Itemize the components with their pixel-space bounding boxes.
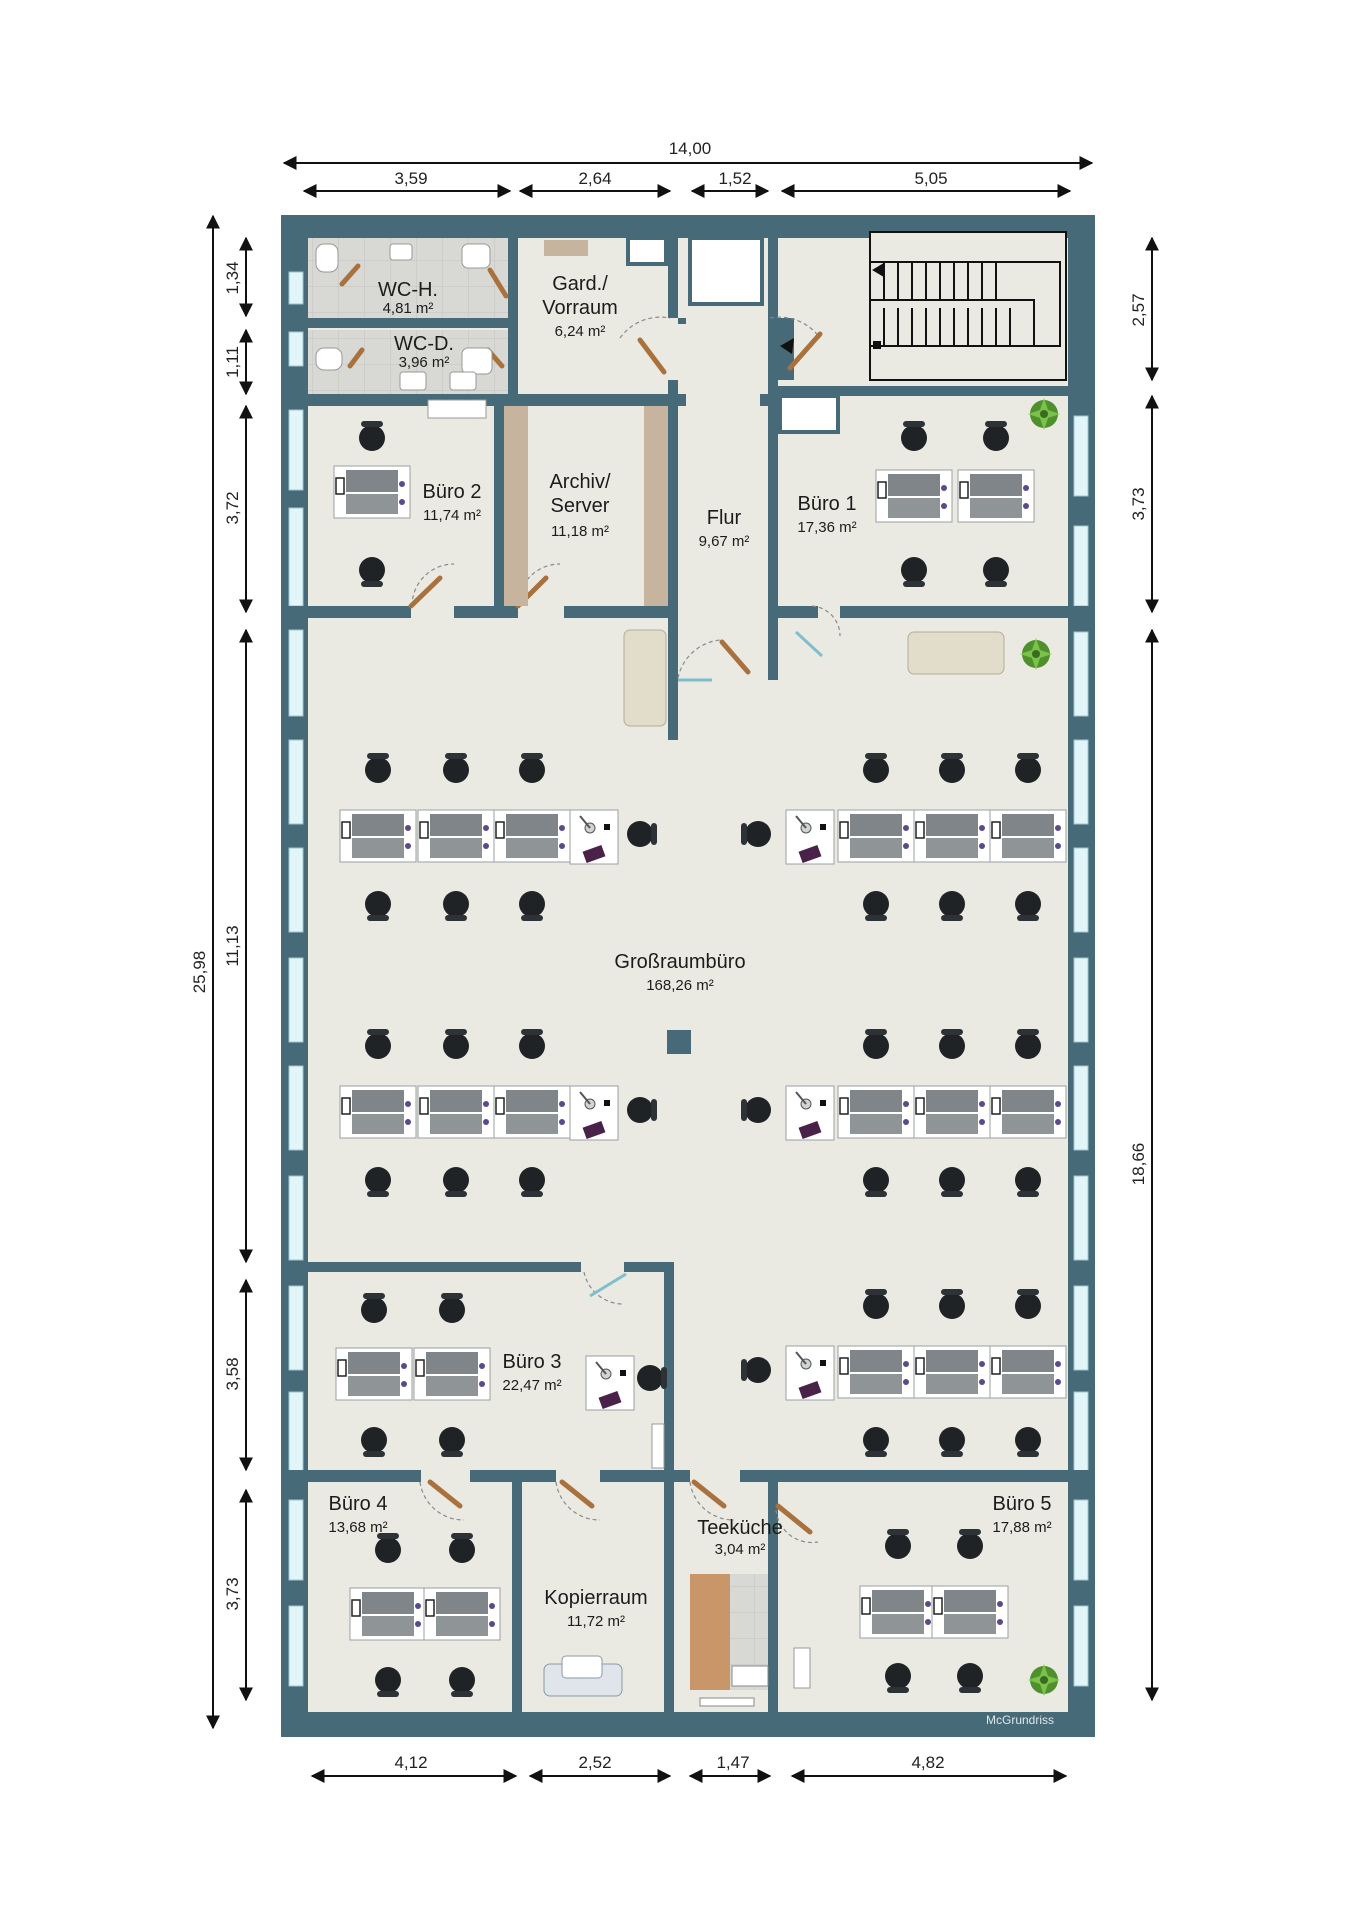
elevator-shaft [688,236,764,306]
svg-text:3,96 m²: 3,96 m² [399,354,450,371]
svg-text:Teeküche: Teeküche [697,1517,783,1539]
svg-text:11,72 m²: 11,72 m² [567,1613,625,1630]
room-label-grossraum: Großraumbüro 168,26 m² [614,951,745,994]
svg-text:Büro 3: Büro 3 [503,1351,562,1373]
dim-left-2: 1,11 [223,346,242,378]
windows-left [288,271,304,1687]
dim-top-4: 5,05 [914,169,947,188]
svg-text:11,18 m²: 11,18 m² [551,523,609,540]
windows-right [1073,415,1089,1687]
shaft-small [626,236,668,266]
interior-walls [281,238,1095,1712]
svg-text:22,47 m²: 22,47 m² [502,1377,561,1394]
dimension-lines [206,156,1159,1783]
svg-text:9,67 m²: 9,67 m² [699,533,750,550]
room-label-wc-h: WC-H. 4,81 m² [378,279,438,317]
svg-text:11,74 m²: 11,74 m² [423,507,481,524]
room-label-buero3: Büro 3 22,47 m² [502,1351,561,1394]
dim-bottom-3: 1,47 [716,1753,749,1772]
svg-text:17,36 m²: 17,36 m² [797,519,856,536]
archiv-shelf-left [504,406,528,606]
kitchen-counter [690,1574,769,1707]
svg-text:Großraumbüro: Großraumbüro [614,951,745,973]
workstations-buero5 [793,1529,1009,1693]
dim-bottom-1: 4,12 [394,1753,427,1772]
room-label-kopier: Kopierraum 11,72 m² [544,1587,647,1630]
toilet-icon [315,243,493,375]
dim-left-1: 1,34 [223,261,242,294]
dim-right-2: 3,73 [1129,487,1148,520]
svg-text:Büro 5: Büro 5 [993,1493,1052,1515]
svg-text:6,24 m²: 6,24 m² [555,323,606,340]
glass-doors [589,630,824,1298]
dim-bottom-4: 4,82 [911,1753,944,1772]
svg-text:Vorraum: Vorraum [542,297,618,319]
svg-text:3,04 m²: 3,04 m² [715,1541,766,1558]
sink-icon [389,243,477,391]
room-label-buero4: Büro 4 13,68 m² [328,1493,387,1536]
room-label-buero2: Büro 2 11,74 m² [423,481,482,524]
svg-text:Büro 4: Büro 4 [329,1493,388,1515]
room-label-buero5: Büro 5 17,88 m² [992,1493,1051,1536]
dim-left-total: 25,98 [190,951,209,994]
svg-text:Gard./: Gard./ [552,273,608,295]
svg-text:Kopierraum: Kopierraum [544,1587,647,1609]
room-label-gard: Gard./ Vorraum 6,24 m² [542,273,618,340]
stairs-icon [869,231,1067,381]
svg-text:13,68 m²: 13,68 m² [328,1519,387,1536]
room-label-buero1: Büro 1 17,36 m² [797,493,856,536]
svg-text:Büro 2: Büro 2 [423,481,482,503]
copier-icon [543,1655,623,1697]
svg-text:Server: Server [551,495,610,517]
room-label-wc-d: WC-D. 3,96 m² [394,333,454,371]
archiv-shelf-right [644,406,668,606]
doors [411,316,841,1544]
dim-left-3: 3,72 [223,491,242,524]
buero2-cabinet [427,399,487,419]
dim-right-3: 18,66 [1129,1143,1148,1186]
svg-text:Flur: Flur [707,507,742,529]
dim-left-4: 11,13 [223,925,242,966]
svg-text:Archiv/: Archiv/ [549,471,611,493]
dim-right-1: 2,57 [1129,293,1148,326]
svg-text:17,88 m²: 17,88 m² [992,1519,1051,1536]
dim-top-1: 3,59 [394,169,427,188]
dim-bottom-2: 2,52 [578,1753,611,1772]
watermark: McGrundriss [986,1713,1054,1727]
dim-top-2: 2,64 [578,169,611,188]
room-label-archiv: Archiv/ Server 11,18 m² [549,471,611,540]
svg-text:4,81 m²: 4,81 m² [383,300,434,317]
sofa-icon [623,629,1005,727]
dim-top-3: 1,52 [718,169,751,188]
svg-text:WC-H.: WC-H. [378,279,438,301]
wardrobe-shelf [544,240,588,256]
dim-top-total: 14,00 [669,139,712,158]
svg-text:168,26 m²: 168,26 m² [646,977,714,994]
room-label-teekueche: Teeküche 3,04 m² [697,1517,783,1558]
door-leaves [339,263,823,1535]
svg-text:WC-D.: WC-D. [394,333,454,355]
dim-left-5: 3,58 [223,1357,242,1390]
shaft-buero1 [778,394,840,434]
svg-text:Büro 1: Büro 1 [798,493,857,515]
room-label-flur: Flur 9,67 m² [699,507,750,550]
flur-door-arrow [780,338,794,354]
dim-left-6: 3,73 [223,1577,242,1610]
workstations-buero3 [335,1293,667,1469]
